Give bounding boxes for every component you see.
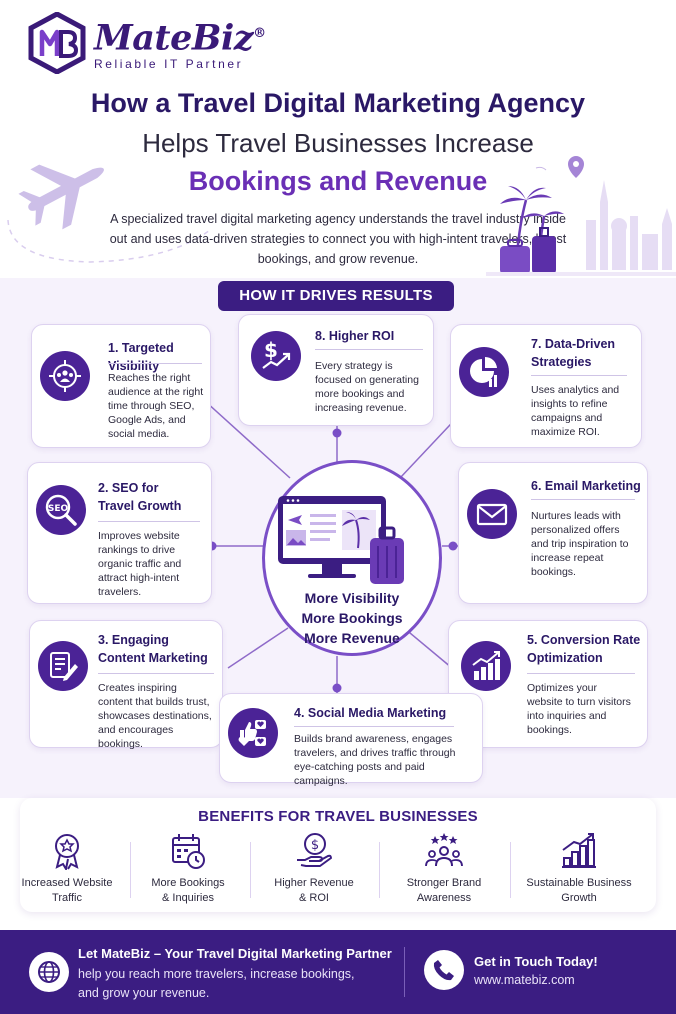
hub-line-bookings: More Bookings [301, 610, 403, 626]
card-targeted-visibility: 1. Targeted Visibility Reaches the right… [31, 324, 211, 448]
footer-banner [0, 930, 676, 1014]
booking-website-illustration [278, 496, 404, 584]
footer-divider [404, 947, 405, 997]
card-email-marketing: 6. Email Marketing Nurtures leads with p… [458, 462, 648, 604]
award-badge-icon [55, 834, 79, 870]
card-title: 8. Higher ROI [315, 329, 395, 343]
card-higher-roi: $ 8. Higher ROI Every strategy is focuse… [238, 314, 434, 426]
contact-cta[interactable]: Get in Touch Today! [474, 954, 598, 969]
card-title: 1. Targeted Visibility [108, 341, 174, 373]
hub-line-revenue: More Revenue [304, 630, 400, 646]
card-data-driven-strategies: 7. Data-Driven Strategies Uses analytics… [450, 324, 642, 448]
airplane-icon [18, 164, 104, 230]
flight-path-decoration [7, 219, 211, 263]
card-description: Improves website rankings to drive organ… [98, 530, 182, 598]
document-pen-icon [38, 641, 88, 691]
footer-title: Let MateBiz – Your Travel Digital Market… [78, 946, 392, 961]
team-stars-icon [425, 833, 463, 867]
phone-icon[interactable] [424, 950, 464, 990]
calendar-clock-icon [172, 834, 205, 869]
card-title: 4. Social Media Marketing [294, 706, 447, 720]
svg-text:SEO: SEO [48, 504, 69, 514]
globe-icon [29, 952, 69, 992]
card-description: Optimizes your website to turn visitors … [527, 682, 631, 736]
envelope-icon [467, 489, 517, 539]
social-likes-icon [228, 708, 278, 758]
travel-cityscape-illustration [486, 156, 676, 276]
benefits-heading: BENEFITS FOR TRAVEL BUSINESSES [198, 808, 478, 825]
benefit-higher-revenue: $ Higher Revenue& ROI [254, 832, 374, 906]
money-hand-icon: $ [297, 833, 332, 867]
audience-target-icon [40, 351, 90, 401]
hub-line-visibility: More Visibility [304, 590, 400, 606]
page-title: How a Travel Digital Marketing Agency [90, 88, 586, 118]
brand-tagline: Reliable IT Partner [94, 57, 244, 72]
card-title: 7. Data-Driven Strategies [531, 337, 616, 369]
svg-text:$: $ [311, 838, 319, 853]
brand-name: MateBiz® [94, 17, 266, 59]
hub-message: More Visibility More Bookings More Reven… [262, 588, 442, 648]
bar-growth-icon [562, 833, 596, 868]
brand-logo[interactable]: MateBiz® Reliable IT Partner [28, 12, 266, 74]
card-description: Uses analytics and insights to refine ca… [531, 384, 620, 438]
growth-chart-icon [461, 641, 511, 691]
card-description: Builds brand awareness, engages traveler… [294, 733, 456, 787]
card-title: 5. Conversion Rate Optimization [527, 633, 641, 665]
footer-subtitle: help you reach more travelers, increase … [78, 967, 355, 1000]
card-title: 6. Email Marketing [531, 479, 641, 493]
dollar-growth-icon: $ [251, 331, 301, 381]
card-title: 3. Engaging Content Marketing [98, 633, 208, 665]
matebiz-logo-icon [28, 12, 86, 74]
website-link[interactable]: www.matebiz.com [474, 973, 575, 987]
card-description: Reaches the right audience at the right … [108, 372, 204, 440]
how-it-drives-results-heading: HOW IT DRIVES RESULTS [218, 281, 454, 311]
card-social-media-marketing: 4. Social Media Marketing Builds brand a… [219, 693, 483, 787]
pie-chart-icon [459, 347, 509, 397]
svg-text:$: $ [264, 339, 278, 362]
card-description: Every strategy is focused on generating … [315, 360, 419, 414]
page-title-line2: Helps Travel Businesses Increase [142, 128, 534, 158]
card-description: Creates inspiring content that builds tr… [98, 682, 212, 750]
seo-magnifier-icon: SEO [36, 485, 86, 535]
card-engaging-content: 3. Engaging Content Marketing Creates in… [29, 620, 223, 750]
card-description: Nurtures leads with personalized offers … [531, 510, 629, 578]
card-title: 2. SEO for Travel Growth [98, 481, 182, 513]
intro-paragraph: A specialized travel digital marketing a… [109, 212, 567, 266]
benefits-panel [20, 798, 656, 912]
card-seo-travel-growth: SEO 2. SEO for Travel Growth Improves we… [27, 462, 212, 604]
benefit-more-bookings: More Bookings& Inquiries [128, 832, 248, 906]
page-title-line3: Bookings and Revenue [188, 166, 488, 196]
